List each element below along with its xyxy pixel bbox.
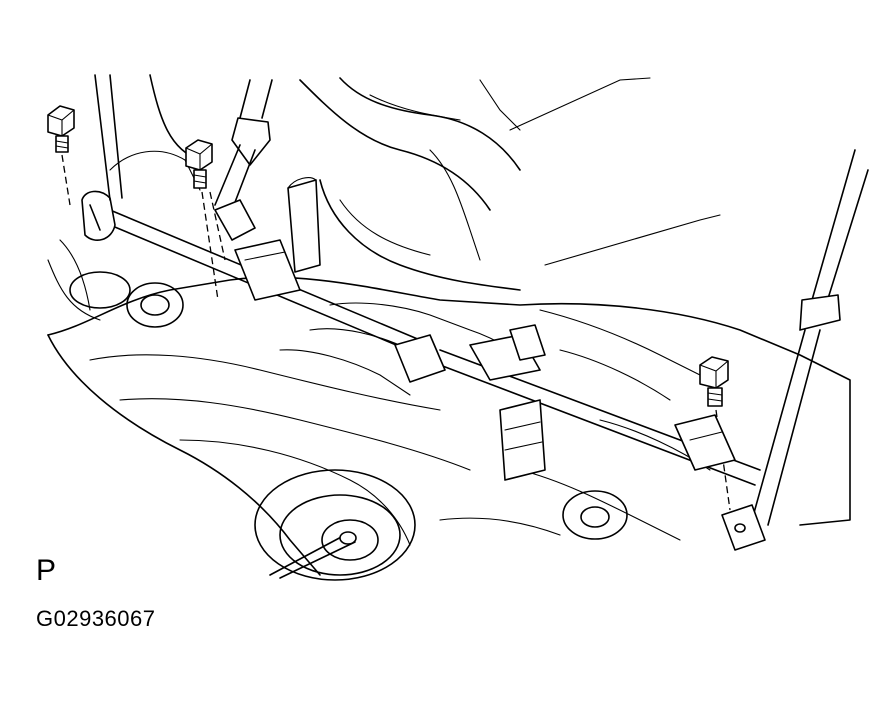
body-holes xyxy=(69,271,628,540)
spring-seat xyxy=(254,469,416,581)
center-bolt-group xyxy=(185,79,321,301)
tube-icon xyxy=(287,177,321,273)
figure-code: G02936067 xyxy=(36,606,156,631)
bushing-icon xyxy=(721,504,766,551)
bracket-icon xyxy=(214,199,301,301)
bolt-icon xyxy=(699,356,729,407)
right-bolt-group xyxy=(469,149,869,551)
tube-assembly xyxy=(109,209,761,486)
left-bolt-group xyxy=(47,74,123,241)
view-label: P xyxy=(36,554,57,587)
bolt-icon xyxy=(47,105,75,153)
bolt-icon xyxy=(185,139,213,189)
